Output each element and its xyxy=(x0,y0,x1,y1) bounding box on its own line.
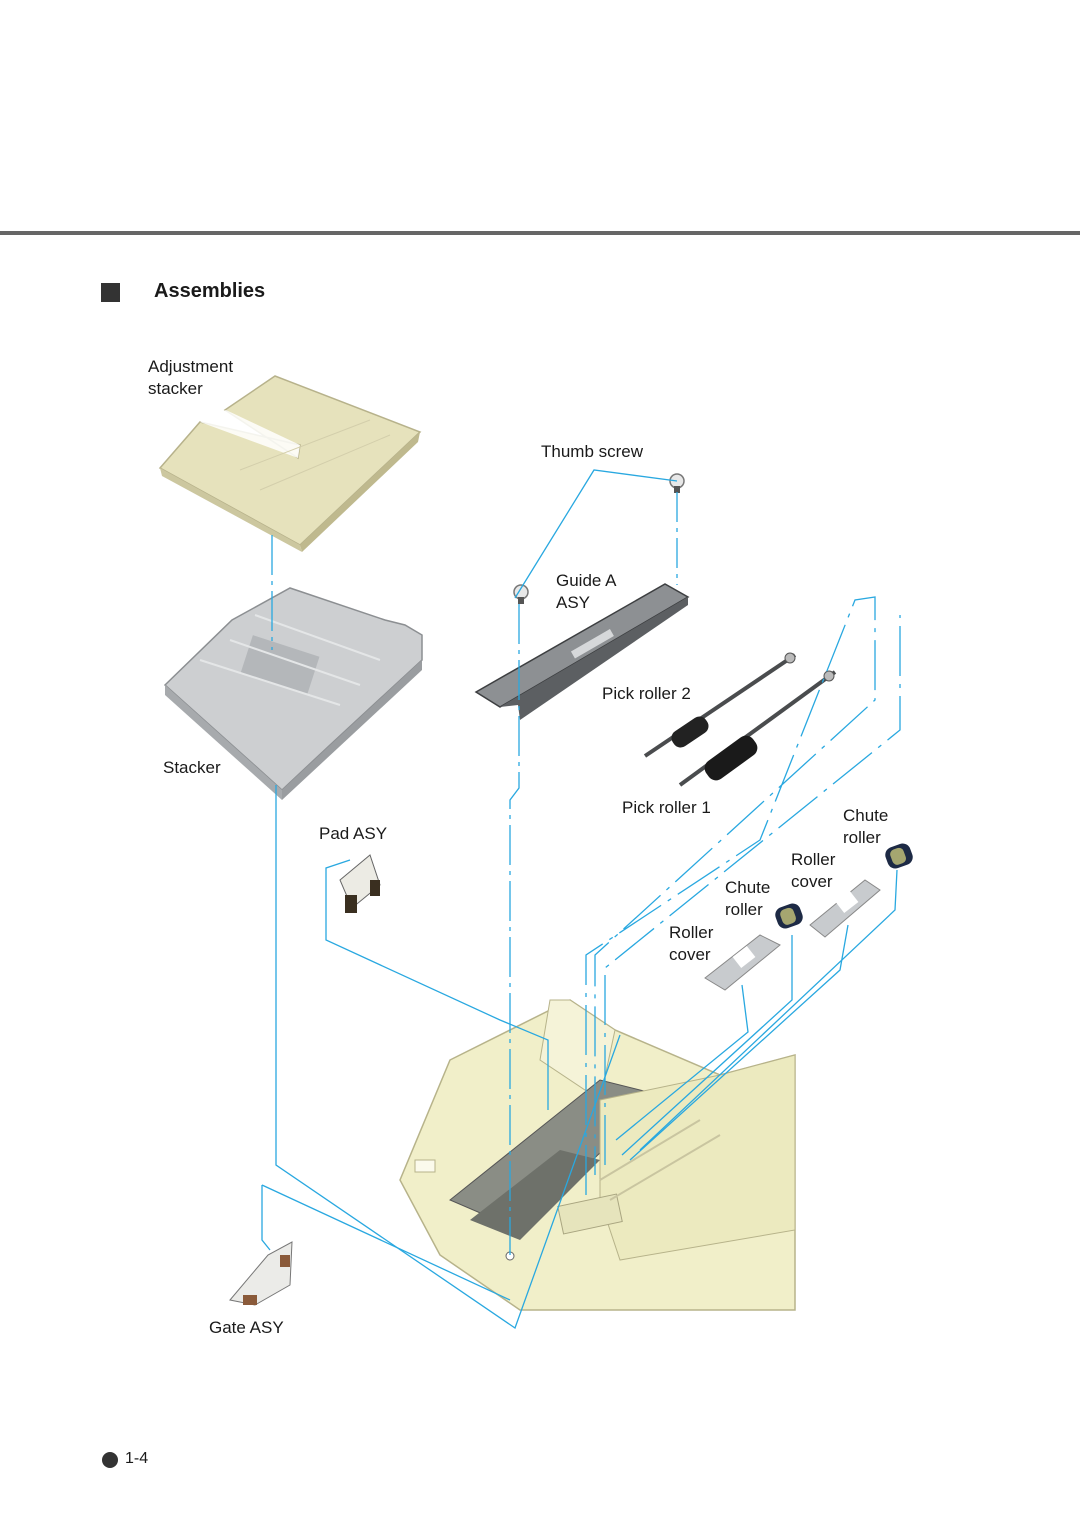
label-guide-a-asy: Guide A ASY xyxy=(556,570,617,614)
page-bullet-icon xyxy=(102,1452,118,1468)
label-line: roller xyxy=(725,900,763,919)
label-chute-roller-left: Chute roller xyxy=(725,877,770,921)
square-bullet-icon xyxy=(101,283,120,302)
roller-cover-right-part xyxy=(809,879,881,938)
pick-roller-2-part xyxy=(643,652,797,758)
label-pick-roller-1: Pick roller 1 xyxy=(622,798,711,817)
header-rule xyxy=(0,231,1080,235)
label-line: Roller xyxy=(669,923,714,942)
label-stacker: Stacker xyxy=(163,758,221,777)
label-adjustment-stacker: Adjustment stacker xyxy=(148,356,233,400)
label-line: Roller xyxy=(791,850,836,869)
label-line: ASY xyxy=(556,593,591,612)
chute-roller-left-part xyxy=(775,903,803,929)
label-gate-asy: Gate ASY xyxy=(209,1318,284,1337)
label-thumb-screw: Thumb screw xyxy=(541,442,644,461)
pick-roller-1-part xyxy=(678,670,837,787)
scanner-unit xyxy=(399,999,796,1311)
label-line: Adjustment xyxy=(148,357,234,376)
leader-lines xyxy=(261,469,901,1330)
label-line: cover xyxy=(791,872,833,891)
label-line: roller xyxy=(843,828,881,847)
label-chute-roller-right: Chute roller xyxy=(843,805,888,849)
gate-asy-part xyxy=(229,1241,293,1306)
label-roller-cover-right: Roller cover xyxy=(791,849,835,893)
label-pick-roller-2: Pick roller 2 xyxy=(602,684,691,703)
label-pad-asy: Pad ASY xyxy=(319,824,388,843)
thumb-screw-part xyxy=(513,473,685,604)
guide-a-asy-part xyxy=(474,583,690,720)
label-roller-cover-left: Roller cover xyxy=(669,922,713,966)
stacker-part xyxy=(163,587,423,800)
section-title: Assemblies xyxy=(154,280,266,302)
chute-roller-right-part xyxy=(885,843,913,869)
pad-asy-part xyxy=(339,854,381,913)
label-line: stacker xyxy=(148,379,203,398)
label-line: Guide A xyxy=(556,571,617,590)
adjustment-stacker-part xyxy=(158,375,422,552)
label-line: cover xyxy=(669,945,711,964)
page-number: 1-4 xyxy=(125,1450,149,1467)
label-line: Chute xyxy=(725,878,771,897)
roller-cover-left-part xyxy=(704,934,781,991)
label-line: Chute xyxy=(843,806,889,825)
